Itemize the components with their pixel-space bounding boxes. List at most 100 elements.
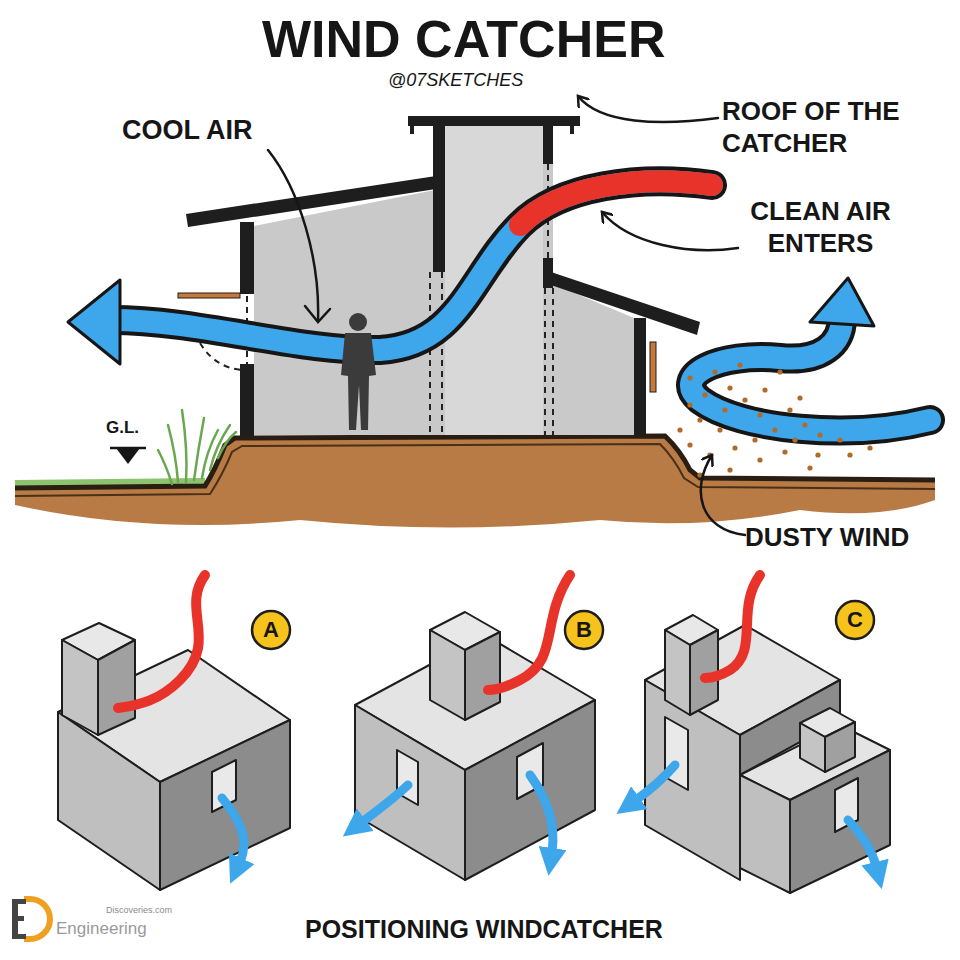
- watermark-logo: [12, 916, 24, 921]
- callout-label: CLEAN AIR ENTERS: [728, 196, 913, 259]
- dusty-wind: [797, 395, 802, 400]
- grass: [158, 450, 172, 484]
- dusty-wind: [742, 397, 747, 402]
- callout-label: DUSTY WIND: [745, 522, 909, 554]
- airflow-arrow: [705, 575, 760, 678]
- building-section: [254, 126, 634, 435]
- dusty-wind: [697, 417, 702, 422]
- building-section: [552, 288, 554, 435]
- ground: [15, 444, 935, 496]
- air-stream: [112, 181, 712, 350]
- leader-line: [305, 306, 330, 322]
- badge-circle: [565, 611, 603, 649]
- dusty-wind: [782, 449, 787, 454]
- leader-line: [268, 96, 745, 535]
- ground-level-label: G.L.: [106, 418, 139, 439]
- watermark-text: Discoveries.com: [106, 905, 172, 916]
- windcatcher-building-b: [465, 632, 500, 720]
- dusty-wind: [722, 407, 727, 412]
- airflow-arrow: [118, 575, 205, 708]
- dusty-wind: [687, 402, 692, 407]
- dusty-wind: [810, 278, 874, 326]
- watermark-logo: [12, 899, 26, 904]
- windcatcher-building-c: [790, 750, 890, 893]
- dusty-wind: [687, 442, 692, 447]
- letter-badge: C: [834, 599, 876, 641]
- airflow-arrow: [636, 765, 675, 800]
- windcatcher-building-b: [430, 630, 465, 720]
- dusty-wind: [727, 385, 732, 390]
- diagram-caption: POSITIONING WINDCATCHER: [305, 914, 663, 945]
- building-section: [544, 288, 546, 435]
- grass: [182, 410, 187, 482]
- dusty-wind: [837, 437, 842, 442]
- person-silhouette: [349, 313, 367, 331]
- airflow-arrow: [636, 575, 876, 866]
- windcatcher-building-c: [800, 723, 825, 772]
- building-section: [545, 270, 700, 335]
- diagram-title: WIND CATCHER: [262, 8, 665, 71]
- ground: [15, 436, 935, 528]
- windcatcher-building-c: [665, 630, 690, 715]
- building-section: [240, 222, 254, 294]
- airflow-arrow: [362, 785, 408, 822]
- badge-letter: A: [263, 617, 279, 644]
- dusty-wind: [677, 362, 872, 477]
- air-stream: [112, 181, 712, 350]
- grass: [158, 410, 236, 484]
- windcatcher-building-a: [98, 640, 135, 735]
- badge-letter: C: [847, 607, 863, 634]
- dusty-wind: [691, 318, 930, 430]
- air-stream: [68, 181, 712, 364]
- building-section: [178, 293, 240, 298]
- building-section: [543, 126, 553, 164]
- author-handle: @07SKETCHES: [388, 70, 523, 92]
- windcatcher-building-b: [355, 612, 595, 880]
- airflow-arrow: [222, 798, 244, 862]
- dusty-wind: [687, 375, 692, 380]
- badge-letter: B: [576, 617, 592, 644]
- letter-badge: B: [563, 609, 605, 651]
- dusty-wind: [757, 412, 762, 417]
- windcatcher-building-c: [665, 717, 688, 790]
- dusty-wind: [737, 362, 742, 367]
- dusty-wind: [677, 427, 682, 432]
- building-section: [441, 272, 443, 435]
- building-section: [429, 272, 431, 435]
- dusty-wind: [792, 437, 797, 442]
- airflow-arrow: [118, 575, 244, 862]
- callout-label: COOL AIR: [122, 114, 253, 147]
- ground: [15, 436, 935, 488]
- dusty-wind: [847, 452, 852, 457]
- windcatcher-building-c: [740, 775, 790, 893]
- leader-line: [578, 96, 718, 122]
- dusty-wind: [777, 369, 782, 374]
- building-section: [178, 116, 700, 436]
- dusty-wind: [677, 278, 930, 478]
- dusty-wind: [817, 432, 822, 437]
- ground-level-symbol: [116, 448, 140, 464]
- watermark-logo: [12, 899, 50, 939]
- person-silhouette: [341, 313, 376, 430]
- airflow-arrow: [530, 775, 553, 852]
- badge-circle: [252, 611, 290, 649]
- airflow-arrow: [848, 820, 876, 866]
- letter-badge: A: [250, 609, 292, 651]
- windcatcher-building-a: [58, 712, 160, 890]
- airflow-arrow: [362, 575, 570, 852]
- airflow-arrow: [488, 575, 570, 690]
- building-section: [186, 176, 436, 227]
- windcatcher-building-c: [645, 615, 890, 893]
- air-stream: [68, 280, 120, 364]
- dusty-wind: [815, 452, 820, 457]
- building-section: [186, 116, 700, 436]
- person-silhouette: [341, 333, 376, 430]
- watermark-logo: [24, 899, 50, 939]
- dusty-wind: [867, 445, 872, 450]
- grass: [218, 432, 236, 458]
- watermark-logo: [12, 934, 26, 939]
- ground-level-symbol: [110, 448, 146, 464]
- dusty-wind: [757, 457, 762, 462]
- badge-circle: [836, 601, 874, 639]
